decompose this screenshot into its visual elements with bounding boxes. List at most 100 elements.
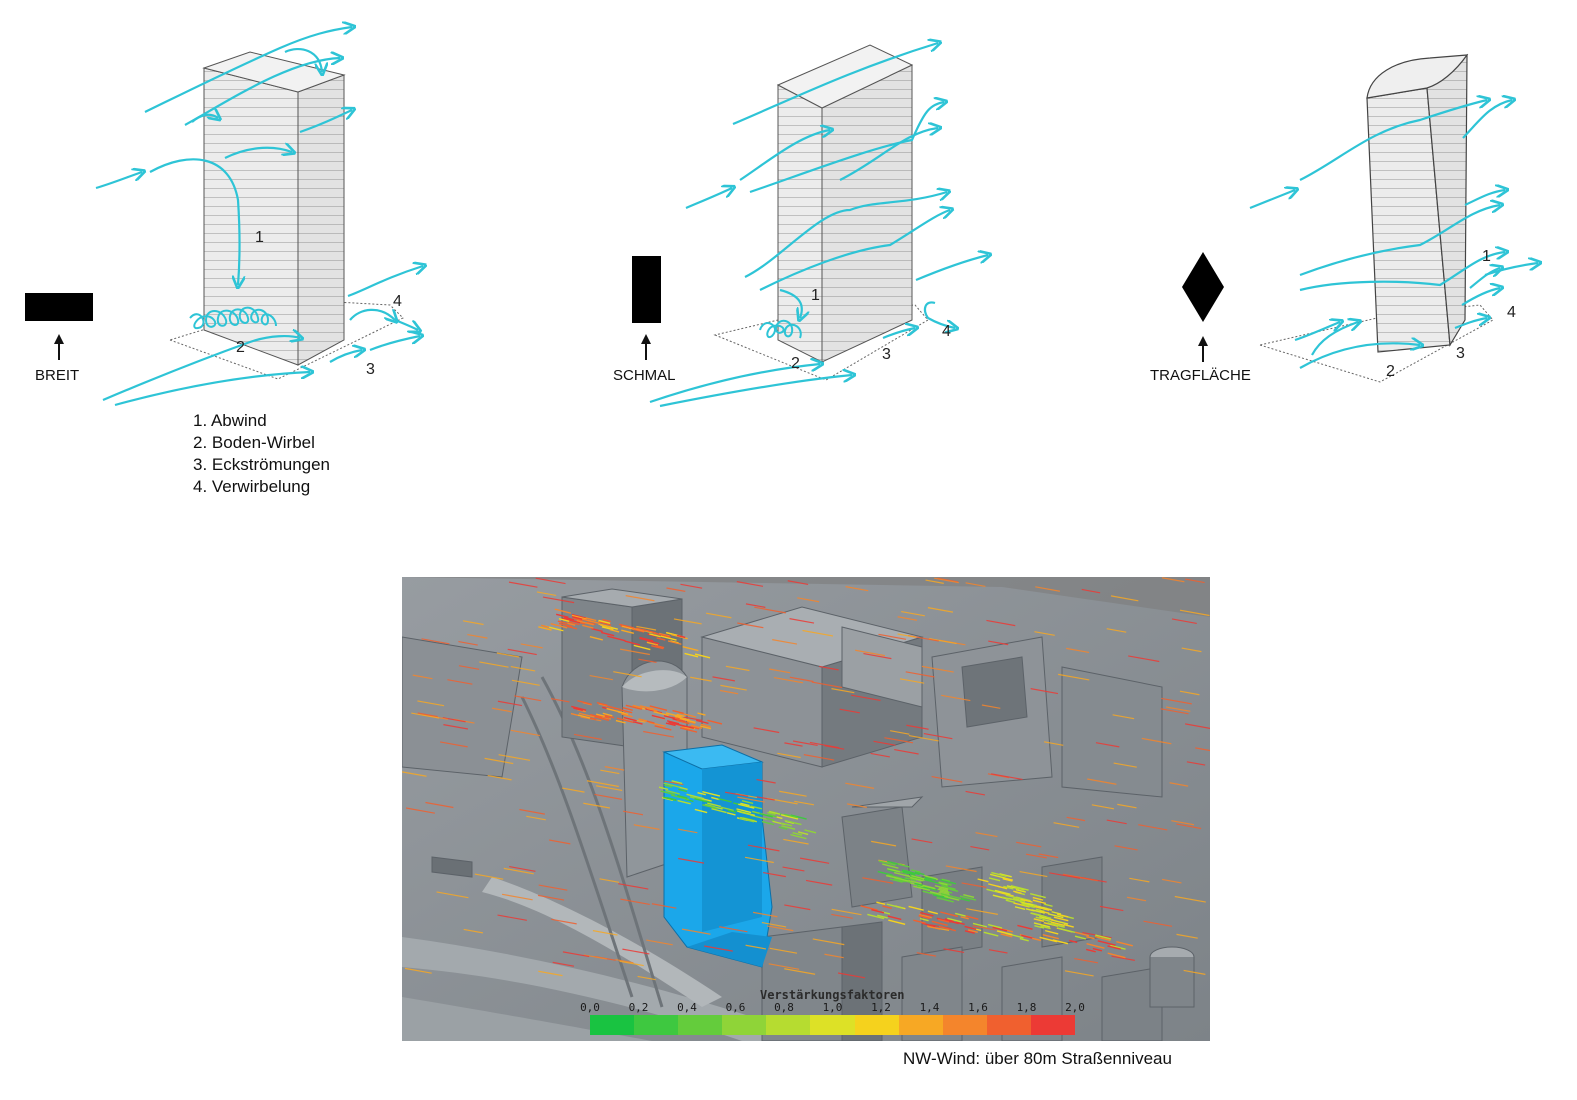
- velocity-vector: [1186, 761, 1206, 766]
- velocity-vector: [964, 930, 975, 934]
- velocity-vector: [1179, 609, 1210, 617]
- velocity-vector: [586, 780, 619, 788]
- velocity-vector: [1143, 920, 1173, 927]
- velocity-vector: [738, 803, 755, 809]
- velocity-vector: [812, 938, 845, 946]
- velocity-vector: [649, 633, 661, 638]
- velocity-vector: [678, 788, 687, 793]
- velocity-vector: [914, 871, 925, 876]
- velocity-vector: [1033, 918, 1045, 923]
- velocity-vector: [577, 714, 591, 719]
- velocity-vector: [1044, 903, 1053, 907]
- velocity-vector: [959, 895, 977, 901]
- velocity-vector: [1057, 673, 1090, 681]
- velocity-vector: [923, 878, 941, 885]
- velocity-vector: [674, 715, 690, 721]
- callout-2-boden-wirbel: 2: [791, 355, 800, 372]
- velocity-vector: [1030, 912, 1045, 917]
- velocity-vector: [661, 796, 674, 802]
- velocity-vector: [768, 963, 800, 970]
- velocity-vector: [497, 700, 523, 707]
- velocity-vector: [987, 923, 1003, 929]
- velocity-vector: [1081, 588, 1101, 594]
- velocity-vector: [986, 619, 1016, 627]
- velocity-vector: [981, 704, 1001, 709]
- velocity-vector: [1126, 896, 1147, 902]
- velocity-vector: [992, 926, 1008, 932]
- velocity-vector: [761, 820, 775, 826]
- velocity-vector: [1160, 708, 1189, 715]
- velocity-vector: [766, 925, 794, 932]
- velocity-vector: [538, 970, 563, 977]
- velocity-vector: [622, 707, 633, 711]
- velocity-vector: [479, 661, 509, 668]
- velocity-vector: [712, 676, 735, 682]
- velocity-vector: [778, 826, 788, 830]
- velocity-vector: [931, 775, 963, 783]
- velocity-vector: [1014, 906, 1026, 911]
- velocity-vector: [663, 715, 675, 720]
- velocity-vector: [1112, 714, 1135, 720]
- velocity-vector: [929, 891, 943, 896]
- velocity-vector: [653, 711, 669, 717]
- velocity-vector: [595, 713, 605, 717]
- velocity-vector: [412, 674, 433, 680]
- velocity-vector: [763, 871, 786, 878]
- velocity-vector: [1195, 747, 1210, 752]
- velocity-vector: [622, 810, 644, 816]
- velocity-vector: [811, 681, 843, 689]
- velocity-vector: [1106, 819, 1127, 825]
- velocity-vector: [904, 877, 917, 882]
- velocity-vector: [932, 894, 949, 900]
- shape-icon-tragflaeche: [1182, 252, 1224, 362]
- callout-3-eckstroemungen: 3: [882, 346, 891, 363]
- velocity-vector: [784, 819, 802, 826]
- velocity-vector: [594, 793, 623, 800]
- velocity-vector: [1179, 690, 1200, 696]
- velocity-vector: [871, 909, 885, 914]
- velocity-vector: [508, 581, 538, 588]
- velocity-vector: [1020, 901, 1034, 906]
- velocity-vector: [1037, 905, 1048, 910]
- velocity-vector: [870, 752, 890, 758]
- colorbar-tick-label: 1,6: [968, 1001, 988, 1014]
- velocity-vector: [977, 878, 989, 883]
- velocity-vector: [1032, 937, 1042, 942]
- colorbar-tick-label: 0,2: [628, 1001, 649, 1014]
- velocity-vector: [886, 903, 904, 910]
- shape-label-schmal: SCHMAL: [613, 367, 676, 384]
- velocity-vector: [1185, 723, 1210, 729]
- velocity-vector: [507, 648, 537, 656]
- velocity-vector: [680, 583, 703, 589]
- velocity-vector: [704, 803, 715, 808]
- colorbar-tick-label: 0,6: [725, 1001, 746, 1014]
- velocity-vector: [1053, 822, 1080, 828]
- velocity-vector: [487, 774, 512, 781]
- velocity-vector: [851, 694, 881, 702]
- velocity-vector: [804, 829, 817, 834]
- velocity-vector: [616, 717, 634, 724]
- velocity-vector: [1183, 969, 1206, 975]
- velocity-vector: [837, 972, 866, 979]
- velocity-vector: [719, 689, 739, 695]
- velocity-vector: [510, 665, 536, 672]
- velocity-vector: [784, 742, 803, 747]
- velocity-vector: [598, 621, 612, 626]
- velocity-vector: [644, 707, 663, 714]
- velocity-vector: [931, 920, 948, 926]
- velocity-vector: [941, 881, 951, 886]
- velocity-vector: [663, 782, 681, 788]
- shape-label-breit: BREIT: [35, 367, 80, 384]
- velocity-vector: [602, 712, 613, 717]
- velocity-vector: [940, 911, 959, 918]
- velocity-vector: [884, 737, 914, 744]
- velocity-vector: [938, 891, 950, 896]
- velocity-vector: [1162, 878, 1182, 884]
- velocity-vector: [756, 778, 776, 784]
- velocity-vector: [887, 874, 902, 880]
- velocity-vector: [761, 921, 787, 928]
- velocity-vector: [651, 714, 666, 720]
- velocity-vector: [1012, 897, 1026, 903]
- velocity-vector: [1025, 853, 1047, 859]
